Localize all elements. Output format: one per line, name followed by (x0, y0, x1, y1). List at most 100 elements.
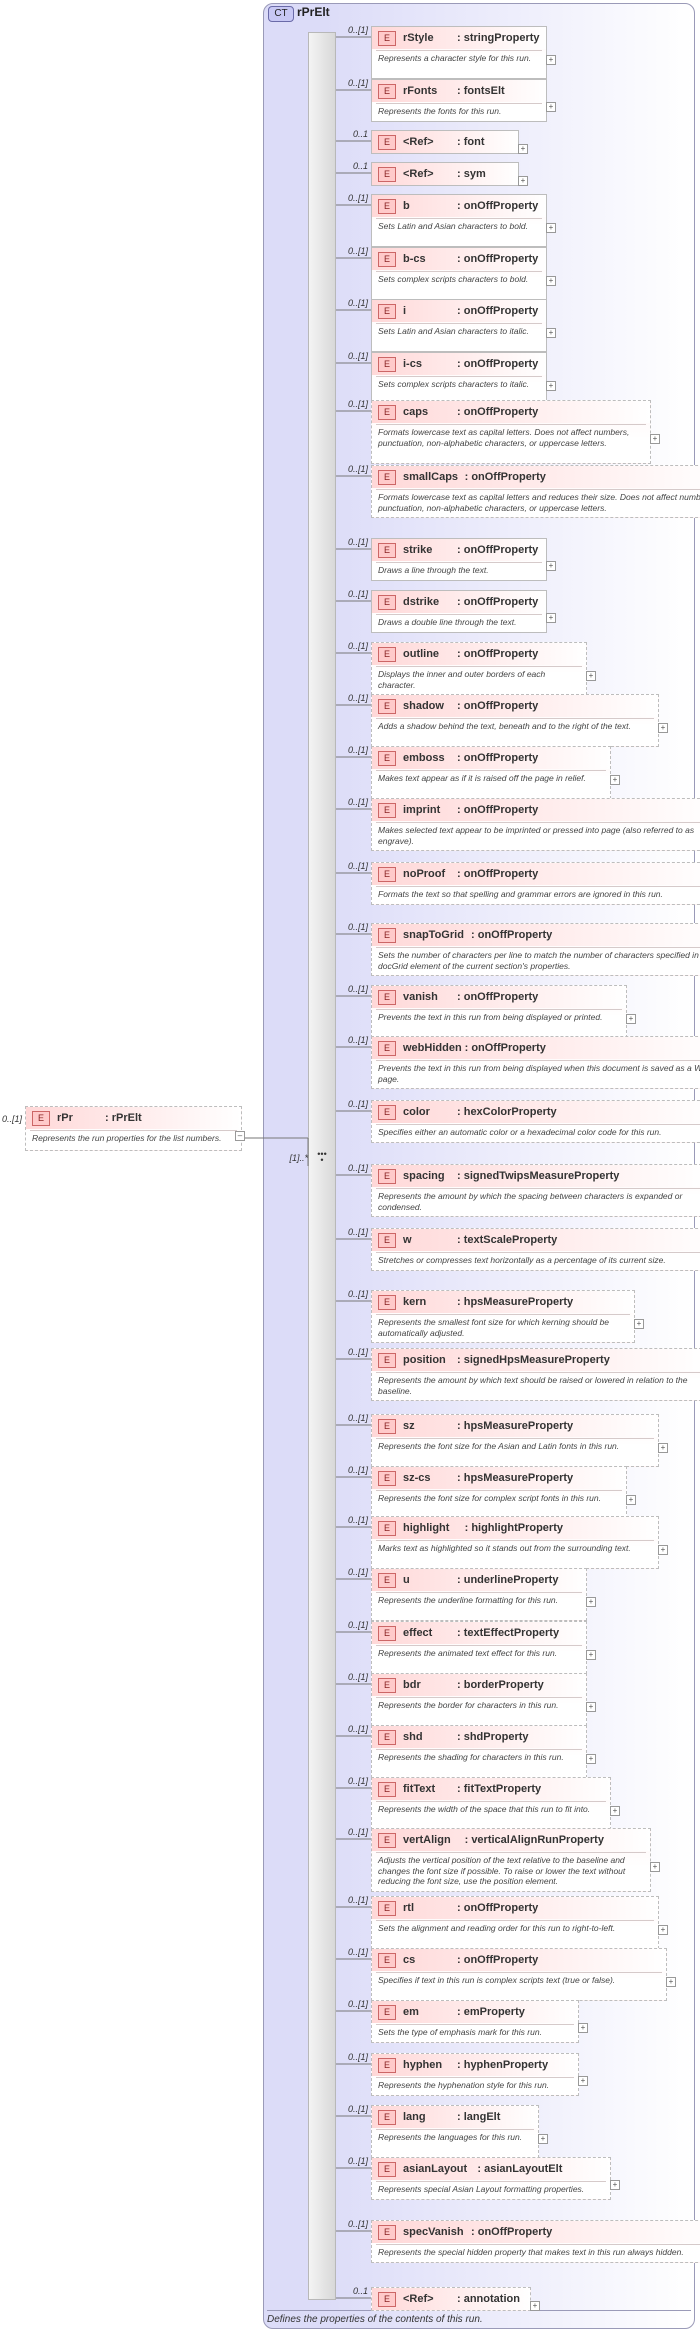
element-description: Adds a shadow behind the text, beneath a… (378, 721, 631, 731)
expand-plus-icon[interactable]: + (658, 1924, 668, 1935)
element-badge: E (378, 252, 396, 267)
expand-plus-icon[interactable]: + (666, 1976, 676, 1987)
expand-plus-icon[interactable]: + (586, 1596, 596, 1607)
expand-plus-icon[interactable]: + (634, 1318, 644, 1329)
element-ref[interactable]: E<Ref>: sym (371, 162, 519, 186)
expand-plus-icon[interactable]: + (546, 275, 556, 286)
element-badge: E (378, 1041, 396, 1056)
expand-plus-icon[interactable]: + (546, 222, 556, 233)
expand-plus-icon[interactable]: + (626, 1494, 636, 1505)
element-ref[interactable]: E<Ref>: annotation (371, 2287, 531, 2311)
expand-plus-icon[interactable]: + (586, 1649, 596, 1660)
element-description: Represents the amount by which the spaci… (378, 1191, 683, 1212)
element-name: <Ref>: annotation (403, 2293, 520, 2305)
expand-plus-icon[interactable]: + (546, 54, 556, 65)
expand-plus-icon[interactable]: + (586, 1701, 596, 1712)
root-element-rpr[interactable]: E rPr: rPrElt Represents the run propert… (25, 1106, 242, 1151)
sequence-compositor-icon[interactable]: •••• (317, 1149, 327, 1165)
element-cardinality: 0..[1] (347, 1620, 368, 1630)
expand-plus-icon[interactable]: + (658, 722, 668, 733)
expand-plus-icon[interactable]: + (610, 1805, 620, 1816)
expand-plus-icon[interactable]: + (546, 380, 556, 391)
expand-plus-icon[interactable]: + (546, 561, 556, 572)
expand-plus-icon[interactable]: + (610, 2180, 620, 2191)
expand-plus-icon[interactable]: + (538, 2133, 548, 2144)
expand-plus-icon[interactable]: + (518, 176, 528, 186)
element-cardinality: 0..1 (352, 129, 368, 139)
element-name: rStyle: stringProperty (403, 32, 540, 44)
expand-root-icon[interactable]: – (235, 1131, 245, 1141)
element-name: emboss: onOffProperty (403, 752, 539, 764)
expand-plus-icon[interactable]: + (546, 613, 556, 624)
element-ref[interactable]: E<Ref>: font (371, 130, 519, 154)
element-description: Draws a double line through the text. (378, 617, 517, 627)
element-cardinality: 0..[1] (347, 1099, 368, 1109)
expand-plus-icon[interactable]: + (518, 144, 528, 154)
element-name: lang: langElt (403, 2111, 501, 2123)
expand-plus-icon[interactable]: + (650, 1861, 660, 1872)
element-badge: E (378, 543, 396, 558)
expand-plus-icon[interactable]: + (546, 327, 556, 338)
element-name: caps: onOffProperty (403, 406, 539, 418)
expand-plus-icon[interactable]: + (610, 774, 620, 785)
element-badge: E (378, 928, 396, 943)
expand-plus-icon[interactable]: + (586, 1753, 596, 1764)
element-name: asianLayout: asianLayoutElt (403, 2163, 563, 2175)
element-description: Represents the smallest font size for wh… (378, 1317, 610, 1338)
element-badge: E (378, 167, 396, 182)
expand-plus-icon[interactable]: + (530, 2301, 540, 2311)
expand-plus-icon[interactable]: + (578, 2076, 588, 2087)
element-badge: E (378, 135, 396, 150)
element-name: shd: shdProperty (403, 1731, 529, 1743)
complex-type-title: rPrElt (297, 5, 330, 19)
expand-plus-icon[interactable]: + (586, 670, 596, 681)
expand-plus-icon[interactable]: + (658, 1442, 668, 1453)
expand-plus-icon[interactable]: + (578, 2023, 588, 2034)
expand-plus-icon[interactable]: + (546, 102, 556, 113)
expand-plus-icon[interactable]: + (626, 1013, 636, 1024)
element-description: Represents the fonts for this run. (378, 106, 502, 116)
expand-plus-icon[interactable]: + (658, 1544, 668, 1555)
element-name: b: onOffProperty (403, 200, 539, 212)
expand-plus-icon[interactable]: + (650, 433, 660, 444)
